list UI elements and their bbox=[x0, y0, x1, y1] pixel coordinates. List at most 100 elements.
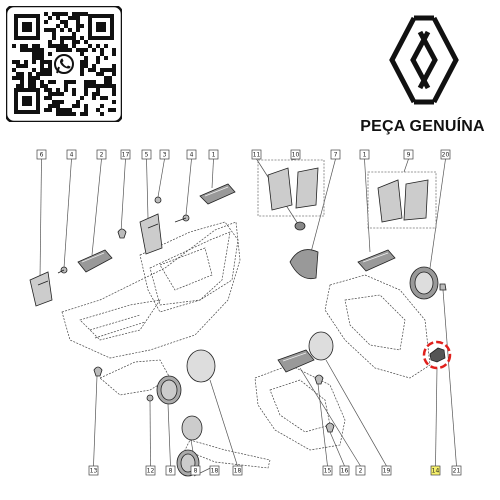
whatsapp-qr-code-icon[interactable] bbox=[6, 6, 122, 122]
callout-8a[interactable]: 8 bbox=[165, 465, 176, 476]
callout-4b[interactable]: 4 bbox=[186, 149, 197, 160]
bracket-part-6 bbox=[29, 271, 53, 307]
callout-label: 16 bbox=[341, 468, 349, 475]
callout-box bbox=[403, 149, 414, 160]
callout-11[interactable]: 11 bbox=[251, 149, 262, 160]
callout-box bbox=[355, 465, 366, 476]
callout-label: 1 bbox=[363, 152, 367, 159]
leader-line-3 bbox=[157, 158, 165, 198]
callout-2b[interactable]: 2 bbox=[355, 465, 366, 476]
callout-label: 13 bbox=[90, 468, 98, 475]
callout-1a[interactable]: 1 bbox=[208, 149, 219, 160]
callout-label: 10 bbox=[292, 152, 300, 159]
callout-box bbox=[330, 149, 341, 160]
leader-line-1b bbox=[364, 158, 371, 253]
callout-4a[interactable]: 4 bbox=[66, 149, 77, 160]
callout-label: 3 bbox=[163, 152, 167, 159]
callout-box bbox=[159, 149, 170, 160]
leader-line-4a bbox=[63, 158, 72, 269]
clip-part-15 bbox=[314, 374, 324, 385]
callout-17[interactable]: 17 bbox=[120, 149, 131, 160]
screw-part-3 bbox=[154, 196, 162, 204]
callout-7[interactable]: 7 bbox=[330, 149, 341, 160]
leader-line-6 bbox=[39, 158, 42, 279]
leader-line-4b bbox=[185, 158, 192, 216]
callout-label: 11 bbox=[253, 152, 261, 159]
callout-13[interactable]: 13 bbox=[88, 465, 99, 476]
callout-label: 15 bbox=[324, 468, 332, 475]
callout-label: 1 bbox=[212, 152, 216, 159]
clip-part-21 bbox=[439, 283, 447, 291]
callout-12[interactable]: 12 bbox=[145, 465, 156, 476]
callout-label: 7 bbox=[334, 152, 338, 159]
leader-line-5 bbox=[146, 158, 149, 219]
screw-part-4-left bbox=[57, 266, 68, 274]
callout-box bbox=[359, 149, 370, 160]
callout-label: 18 bbox=[211, 468, 219, 475]
callout-box bbox=[440, 149, 451, 160]
callout-label: 2 bbox=[100, 152, 104, 159]
callout-label: 4 bbox=[190, 152, 194, 159]
callout-box bbox=[232, 465, 243, 476]
callout-box bbox=[66, 149, 77, 160]
window-switch-part-1-right bbox=[357, 249, 396, 272]
callout-box bbox=[209, 465, 220, 476]
clip-part-12 bbox=[146, 394, 154, 402]
callout-box bbox=[208, 149, 219, 160]
callout-14[interactable]: 14 bbox=[430, 465, 441, 476]
mirror-trim-part-9-pieces bbox=[377, 179, 429, 223]
leader-line-19 bbox=[325, 359, 387, 467]
callout-9[interactable]: 9 bbox=[403, 149, 414, 160]
mirror-trim-part-10 bbox=[257, 159, 325, 217]
callout-15[interactable]: 15 bbox=[322, 465, 333, 476]
callout-21[interactable]: 21 bbox=[451, 465, 462, 476]
clip-part-17 bbox=[117, 228, 127, 239]
callout-label: 2 bbox=[359, 468, 363, 475]
leader-line-9 bbox=[403, 158, 409, 173]
door-panel-center bbox=[139, 221, 239, 313]
callout-1b[interactable]: 1 bbox=[359, 149, 370, 160]
genuine-part-tagline: PEÇA GENUÍNA bbox=[360, 118, 485, 135]
callout-box bbox=[430, 465, 441, 476]
mirror-trim-part-10-pieces bbox=[267, 167, 319, 211]
leader-line-21 bbox=[442, 289, 457, 467]
callout-box bbox=[141, 149, 152, 160]
callout-8b[interactable]: 8 bbox=[190, 465, 201, 476]
callout-5[interactable]: 5 bbox=[141, 149, 152, 160]
speaker-cover-part-19 bbox=[308, 331, 334, 361]
callout-label: 8 bbox=[194, 468, 198, 475]
leader-line-17 bbox=[120, 158, 126, 233]
callout-16[interactable]: 16 bbox=[339, 465, 350, 476]
leader-line-20 bbox=[429, 158, 446, 269]
speaker-cover-part-18a bbox=[186, 349, 216, 383]
callout-19[interactable]: 19 bbox=[381, 465, 392, 476]
callout-20[interactable]: 20 bbox=[440, 149, 451, 160]
clip-part-14-highlighted bbox=[422, 340, 452, 370]
callout-box bbox=[251, 149, 262, 160]
callout-label: 20 bbox=[442, 152, 450, 159]
clip-part-13 bbox=[93, 366, 103, 377]
renault-diamond-logo-icon bbox=[389, 15, 459, 105]
callout-2a[interactable]: 2 bbox=[96, 149, 107, 160]
callout-3[interactable]: 3 bbox=[159, 149, 170, 160]
callout-6[interactable]: 6 bbox=[36, 149, 47, 160]
callout-label: 17 bbox=[122, 152, 130, 159]
callout-label: 6 bbox=[40, 152, 44, 159]
window-switch-part-2-lower bbox=[277, 349, 315, 373]
callout-box bbox=[96, 149, 107, 160]
window-switch-part-2-left bbox=[77, 249, 113, 273]
door-panel-right bbox=[324, 274, 431, 379]
leader-line-1a bbox=[211, 158, 214, 189]
leader-line-12 bbox=[149, 399, 151, 467]
callout-10[interactable]: 10 bbox=[290, 149, 301, 160]
cap-part-11 bbox=[294, 221, 306, 231]
callout-label: 21 bbox=[453, 468, 461, 475]
callout-18a[interactable]: 18 bbox=[232, 465, 243, 476]
callout-18b[interactable]: 18 bbox=[209, 465, 220, 476]
leader-line-8a bbox=[167, 403, 171, 467]
leader-line-14 bbox=[435, 367, 438, 467]
callout-label: 19 bbox=[383, 468, 391, 475]
callout-box bbox=[381, 465, 392, 476]
speaker-cover-part-8b bbox=[181, 415, 203, 441]
leader-line-13 bbox=[93, 375, 98, 467]
